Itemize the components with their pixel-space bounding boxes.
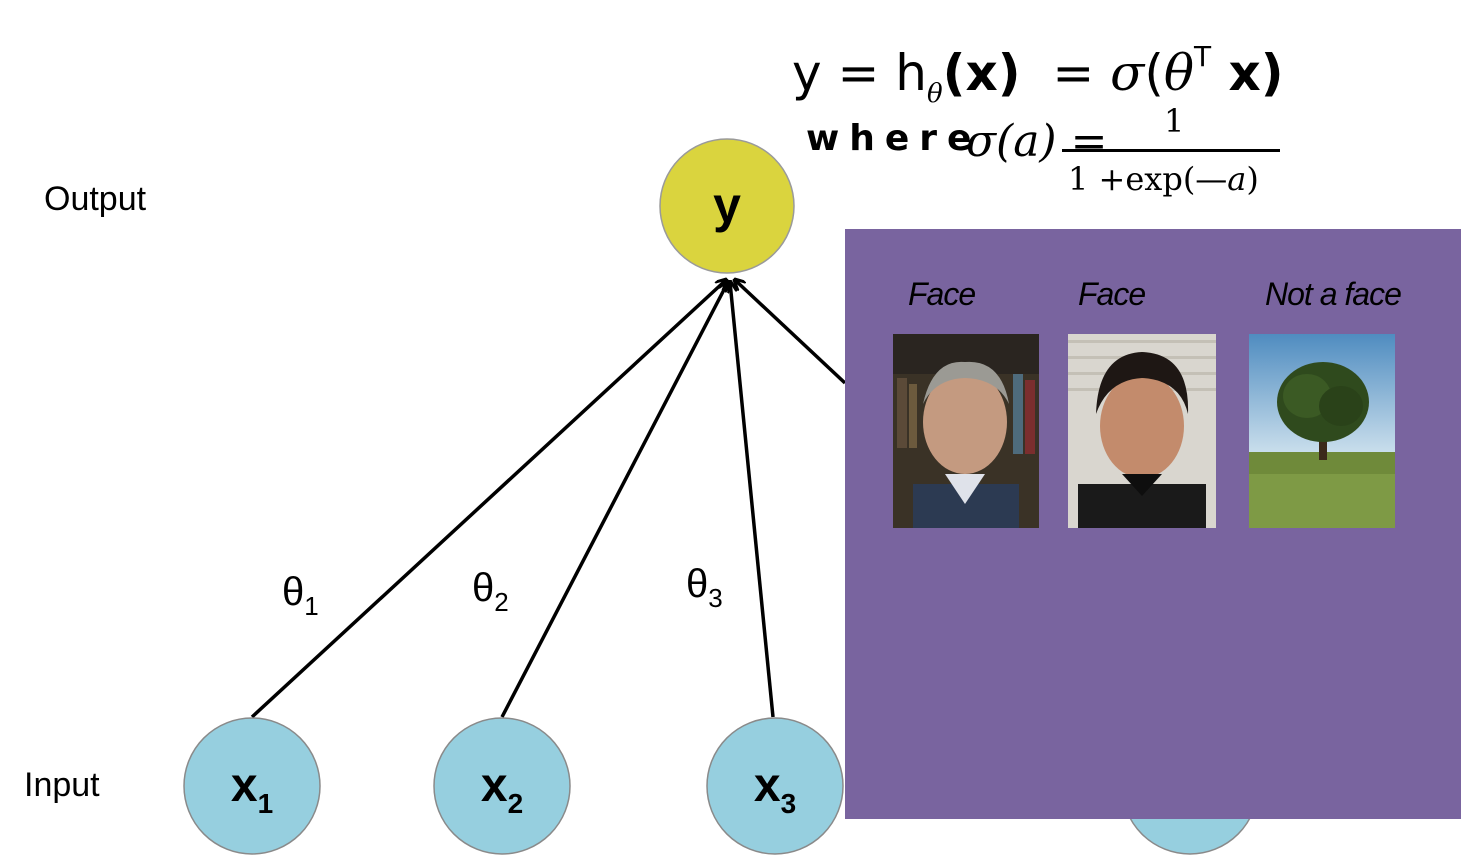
formula-where: where <box>806 118 982 159</box>
logistic-formula: y = hθ(x) = σ(θT x) <box>792 40 1284 109</box>
tree-photo <box>1249 334 1395 528</box>
fraction-numerator: 1 <box>1164 102 1185 140</box>
edge-x1-y <box>250 280 726 719</box>
fraction-bar <box>1062 149 1280 152</box>
edge-x3-y <box>730 282 775 718</box>
weight-theta-1: θ1 <box>282 570 319 621</box>
input-node-x1 <box>183 717 321 855</box>
edge-x2-y <box>500 282 728 718</box>
face-photo-1 <box>893 334 1039 528</box>
input-node-label-x2: x2 <box>480 759 524 819</box>
face-photo-2 <box>1068 334 1216 528</box>
sigmoid-definition-lhs: σ(a) = <box>966 116 1108 167</box>
input-node-x2 <box>433 717 571 855</box>
input-node-label-x3: x3 <box>753 759 797 819</box>
caption-face-1: Face <box>908 276 976 312</box>
weight-theta-2: θ2 <box>472 566 509 617</box>
caption-face-2: Face <box>1078 276 1146 312</box>
weight-theta-3: θ3 <box>686 562 723 613</box>
caption-not-a-face: Not a face <box>1265 276 1402 312</box>
output-label: Output <box>44 180 147 218</box>
output-node-label: y <box>713 177 741 233</box>
input-node-label-x1: x1 <box>230 759 274 819</box>
edge-x4-y <box>735 280 847 385</box>
output-node <box>659 138 795 274</box>
input-label: Input <box>24 766 100 804</box>
examples-panel: Face Face Not a face <box>845 229 1461 819</box>
fraction-denominator: 1 +exp(—a) <box>1068 160 1259 198</box>
input-node-x3 <box>706 717 844 855</box>
